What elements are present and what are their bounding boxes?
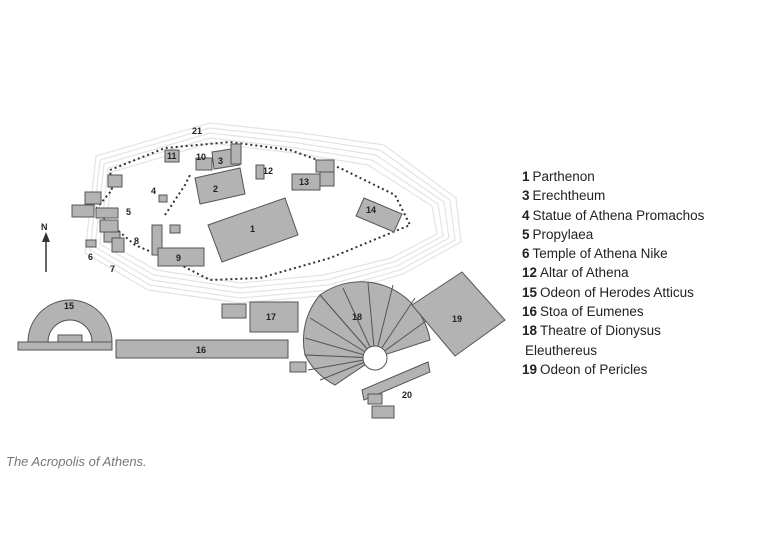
label-9: 9 <box>176 253 181 263</box>
building-14-shape <box>355 197 403 233</box>
inner-wall <box>164 174 191 216</box>
label-6: 6 <box>88 252 93 262</box>
legend-number: 15 <box>522 284 538 300</box>
acropolis-wall <box>93 140 412 282</box>
legend-text: Temple of Athena Nike <box>532 246 668 262</box>
label-12: 12 <box>263 166 273 176</box>
map-labels: 1 2 3 4 5 6 7 8 9 10 11 12 13 14 15 16 1… <box>64 126 462 400</box>
building-9-shape <box>157 247 205 267</box>
legend-number: 19 <box>522 361 538 377</box>
altar-of-athena-shape <box>255 164 265 180</box>
odeon-of-pericles-shape <box>411 271 506 357</box>
building-8-shape <box>151 224 163 256</box>
label-18: 18 <box>352 312 362 322</box>
north-label: N <box>41 222 48 232</box>
label-17: 17 <box>266 312 276 322</box>
odeon-herodes-atticus-shape <box>27 299 113 343</box>
label-20: 20 <box>402 390 412 400</box>
legend-number: 18 <box>522 323 538 339</box>
legend-text: Stoa of Eumenes <box>540 304 644 320</box>
legend-text: Theatre of Dionysus <box>540 323 661 339</box>
legend-text: Statue of Athena Promachos <box>532 207 705 223</box>
building-17-shape <box>249 301 299 333</box>
acropolis-site-plan: N 1 2 3 4 5 6 7 8 9 10 11 12 13 14 15 16… <box>17 122 506 419</box>
legend-number: 1 <box>522 169 530 184</box>
label-10: 10 <box>196 152 206 162</box>
label-16: 16 <box>196 345 206 355</box>
legend-text: Propylaea <box>532 226 594 242</box>
legend-text: Altar of Athena <box>540 265 629 281</box>
label-13: 13 <box>299 177 309 187</box>
athena-promachos-shape <box>158 194 168 203</box>
label-7: 7 <box>110 264 115 274</box>
label-3: 3 <box>218 156 223 166</box>
building-20-shape <box>361 361 431 419</box>
parthenon-shape <box>207 197 299 263</box>
label-2: 2 <box>213 184 218 194</box>
legend-item: Eleuthereus <box>522 341 762 360</box>
north-arrow: N <box>41 222 50 272</box>
legend-number: 6 <box>522 246 530 262</box>
label-19: 19 <box>452 314 462 324</box>
label-1: 1 <box>250 224 255 234</box>
building-2-shape <box>194 167 246 205</box>
legend-number: 12 <box>522 265 538 281</box>
figure-caption: The Acropolis of Athens. <box>6 454 147 469</box>
building-11-shape <box>164 149 180 163</box>
label-5: 5 <box>126 207 131 217</box>
stoa-of-eumenes-shape <box>115 339 289 359</box>
label-11: 11 <box>167 151 177 161</box>
legend-text: Parthenon <box>532 169 595 184</box>
label-8: 8 <box>134 236 139 246</box>
legend-number: 5 <box>522 226 530 242</box>
legend-text: Eleuthereus <box>525 342 598 358</box>
legend-number: 16 <box>522 304 538 320</box>
legend-number: 3 <box>522 188 530 204</box>
label-21: 21 <box>192 126 202 136</box>
legend-text: Erechtheum <box>532 188 606 204</box>
hill-contours <box>84 122 462 304</box>
propylaea-shape <box>71 174 123 243</box>
legend-text: Odeon of Herodes Atticus <box>540 284 694 300</box>
legend-number: 4 <box>522 207 530 223</box>
buildings <box>17 143 506 419</box>
theatre-of-dionysus-shape <box>302 281 431 386</box>
athena-nike-shape <box>85 239 97 248</box>
legend-text: Odeon of Pericles <box>540 361 648 377</box>
label-15: 15 <box>64 301 74 311</box>
label-14: 14 <box>366 205 376 215</box>
label-4: 4 <box>151 186 156 196</box>
